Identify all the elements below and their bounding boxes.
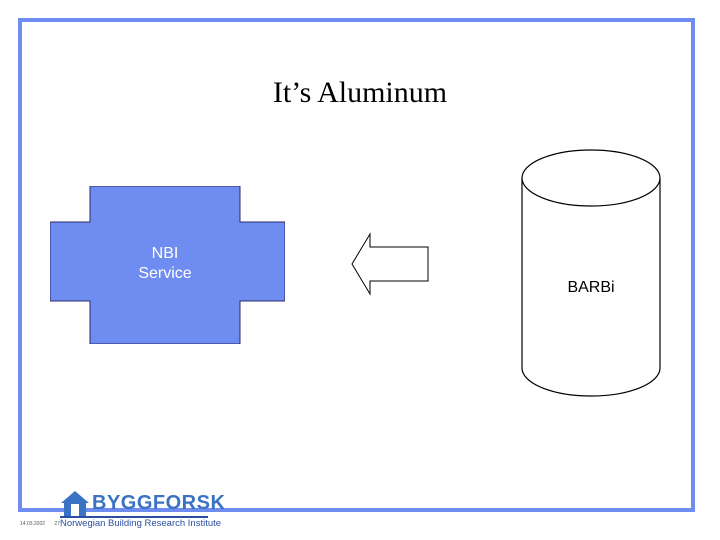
nbi-service-shape <box>50 186 285 344</box>
footer-page-number: 27 <box>54 521 60 527</box>
house-icon <box>61 491 89 516</box>
byggforsk-logo: BYGGFORSK Norwegian Building Research In… <box>60 490 225 529</box>
service-label-line1: NBI <box>151 245 179 262</box>
service-label-line2: Service <box>138 265 192 282</box>
nbi-service-label: NBI Service <box>110 244 220 284</box>
footer-date: 14.03.2002 <box>20 521 46 527</box>
barbi-database-cylinder <box>521 149 661 397</box>
slide-title: It’s Aluminum <box>272 76 448 109</box>
slide-frame <box>18 18 695 512</box>
logo-wordmark: BYGGFORSK <box>92 492 226 514</box>
footer-date-page: 14.03.2002 27 <box>20 521 60 527</box>
barbi-label: BARBi <box>567 279 615 296</box>
logo-subtitle: Norwegian Building Research Institute <box>60 516 222 529</box>
left-arrow-icon <box>351 232 429 296</box>
